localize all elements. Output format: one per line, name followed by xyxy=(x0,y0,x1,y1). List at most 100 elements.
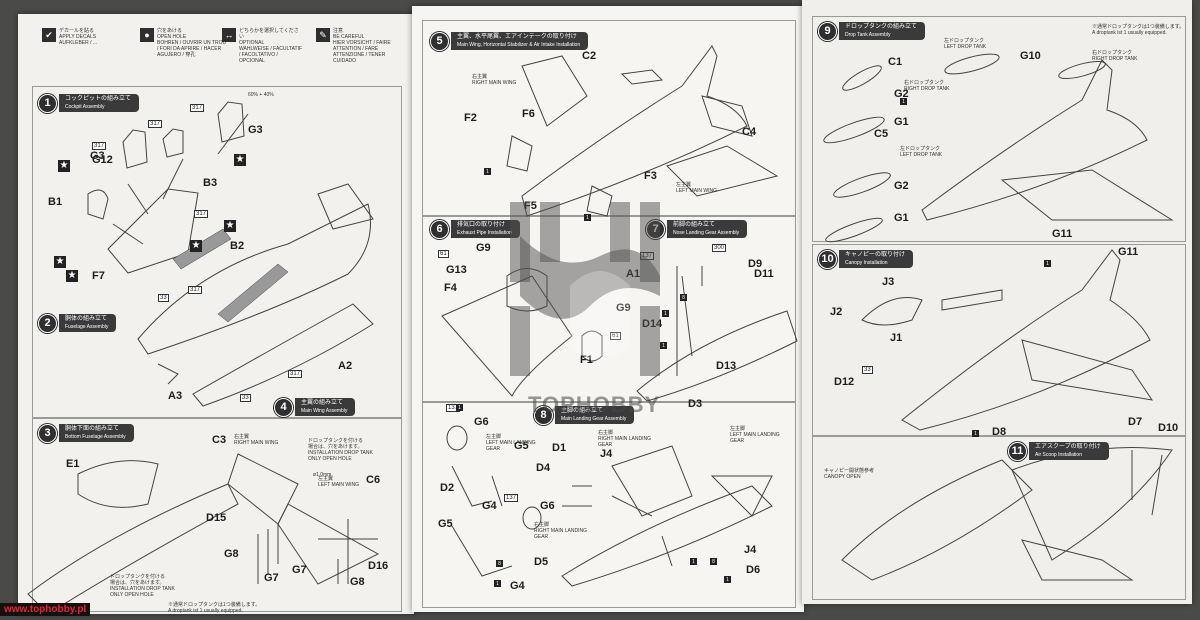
color-block-icon: 8 xyxy=(710,558,717,565)
paint-code-tag: 317 xyxy=(148,120,163,128)
tank-side-label: 右ドロップタンク RIGHT DROP TANK xyxy=(1092,50,1138,62)
step-number: 1 xyxy=(38,93,57,113)
legend-jp: どちらかを選択してください xyxy=(239,28,299,40)
decal-star-icon: ★ xyxy=(190,240,202,252)
part-label: D12 xyxy=(834,376,855,388)
drop-tank-note: ※通常ドロップタンクは1つ装備します。 A droptank ist 1 usu… xyxy=(1092,24,1185,36)
step-title-en: Air Scoop Installation xyxy=(1035,452,1082,458)
paint-code-tag: 33 xyxy=(158,294,169,302)
part-label: D7 xyxy=(1128,416,1143,428)
part-label: F2 xyxy=(464,112,477,124)
legend-other: HIER VORSICHT / FAIRE ATTENTION / FARE A… xyxy=(333,40,391,64)
part-label: G9 xyxy=(616,302,631,314)
step-title-en: Fuselage Assembly xyxy=(65,324,109,330)
step-title-jp: 胴体の組み立て xyxy=(65,316,108,322)
step-title-en: Bottom Fuselage Assembly xyxy=(65,434,126,440)
step-title-en: Drop Tank Assembly xyxy=(845,32,891,38)
part-label: G10 xyxy=(1020,50,1041,62)
part-label: F4 xyxy=(444,282,457,294)
color-block-icon: 1 xyxy=(690,558,697,565)
wing-side-label: 左主翼 LEFT MAIN WING xyxy=(318,476,360,488)
part-label: G1 xyxy=(894,212,909,224)
decal-star-icon: ★ xyxy=(234,154,246,166)
part-label: G13 xyxy=(446,264,467,276)
legend-jp: デカールを貼る xyxy=(59,28,95,34)
part-label: D9 xyxy=(748,258,763,270)
step-title-jp: コックピットの組み立て xyxy=(65,96,132,102)
paint-code-tag: 317 xyxy=(190,104,205,112)
tank-side-label: 左ドロップタンク LEFT DROP TANK xyxy=(900,146,943,158)
step-8-panel xyxy=(422,402,796,608)
part-label: E1 xyxy=(66,458,80,470)
step-title-jp: 主翼、水平尾翼、エアインテークの取り付け xyxy=(457,34,577,40)
color-block-icon: 1 xyxy=(660,342,667,349)
part-label: G4 xyxy=(510,580,525,592)
part-label: D11 xyxy=(754,268,774,280)
drop-tank-note: ※通常ドロップタンクは1つ装備します。 A droptank ist 1 usu… xyxy=(168,602,261,614)
paint-code-tag: 137 xyxy=(504,494,519,502)
part-label: D4 xyxy=(536,462,551,474)
step-title-jp: キャノピーの取り付け xyxy=(845,252,906,258)
part-label: C6 xyxy=(366,474,381,486)
color-block-icon: 1 xyxy=(972,430,979,437)
step-3-4-panel xyxy=(32,418,402,612)
decal-star-icon: ★ xyxy=(66,270,78,282)
part-label: J4 xyxy=(600,448,613,460)
part-label: D5 xyxy=(534,556,549,568)
step-1-header: 1 コックピットの組み立て Cockpit Assembly xyxy=(38,93,140,113)
step-title-en: Main Wing Assembly xyxy=(301,408,348,414)
part-label: G7 xyxy=(292,564,307,576)
step-title-en: Cockpit Assembly xyxy=(65,104,105,110)
part-label: B2 xyxy=(230,240,245,252)
part-label: F7 xyxy=(92,270,105,282)
part-label: G3 xyxy=(90,150,105,162)
part-label: D10 xyxy=(1158,422,1179,434)
part-label: G9 xyxy=(476,242,491,254)
paint-code-tag: 61 xyxy=(438,250,449,258)
step-number: 5 xyxy=(430,31,449,51)
paint-ratio: 60% + 40% xyxy=(248,92,274,98)
canopy-open-note: キャノピー開状態参考 CANOPY OPEN xyxy=(824,468,875,480)
step-11-header: 11 エアスクープの取り付け Air Scoop Installation xyxy=(1008,441,1109,461)
step-title-jp: エアスクープの取り付け xyxy=(1035,444,1101,450)
paint-code-tag: 300 xyxy=(712,244,727,252)
paint-code-tag: 317 xyxy=(188,286,203,294)
step-title-en: Main Landing Gear Assembly xyxy=(561,416,627,422)
part-label: A2 xyxy=(338,360,353,372)
drill-note: ドロップタンクを付ける 場合は、穴をあけます。 INSTALLATION DRO… xyxy=(308,438,373,462)
cockpit-fuselage-drawing xyxy=(27,101,380,614)
part-label: J2 xyxy=(830,306,843,318)
gear-side-label: 右主脚 RIGHT MAIN LANDING GEAR xyxy=(534,522,587,540)
part-label: G2 xyxy=(894,88,909,100)
part-label: G4 xyxy=(482,500,497,512)
step-title-en: Canopy Installation xyxy=(845,260,888,266)
part-label: D3 xyxy=(688,398,703,410)
step-10-panel xyxy=(812,244,1186,436)
part-label: C5 xyxy=(874,128,889,140)
step-number: 4 xyxy=(274,397,293,417)
part-label: D13 xyxy=(716,360,737,372)
part-label: G5 xyxy=(514,440,529,452)
step-6-7-panel xyxy=(422,216,796,402)
legend-en: BE CAREFUL xyxy=(333,34,365,40)
part-label: G8 xyxy=(224,548,239,560)
part-label: G1 xyxy=(894,116,909,128)
legend-en: APPLY DECALS xyxy=(59,34,97,40)
wing-gear-drawing xyxy=(441,45,798,587)
step-title-jp: ドロップタンクの組み立て xyxy=(845,24,918,30)
part-label: J1 xyxy=(890,332,903,344)
paint-code-tag: 317 xyxy=(194,210,209,218)
step-title-jp: 排気口の取り付け xyxy=(457,222,506,228)
color-block-icon: 1 xyxy=(1044,260,1051,267)
tophobby-logo-watermark xyxy=(510,202,660,376)
wing-side-label: 左主翼 LEFT MAIN WING xyxy=(676,182,718,194)
source-url-tag[interactable]: www.tophobby.pl xyxy=(0,603,91,616)
part-label: G5 xyxy=(438,518,453,530)
step-number: 11 xyxy=(1008,441,1027,461)
step-title-jp: 主翼の組み立て xyxy=(301,400,344,406)
optional-icon: ↔ xyxy=(222,28,236,42)
